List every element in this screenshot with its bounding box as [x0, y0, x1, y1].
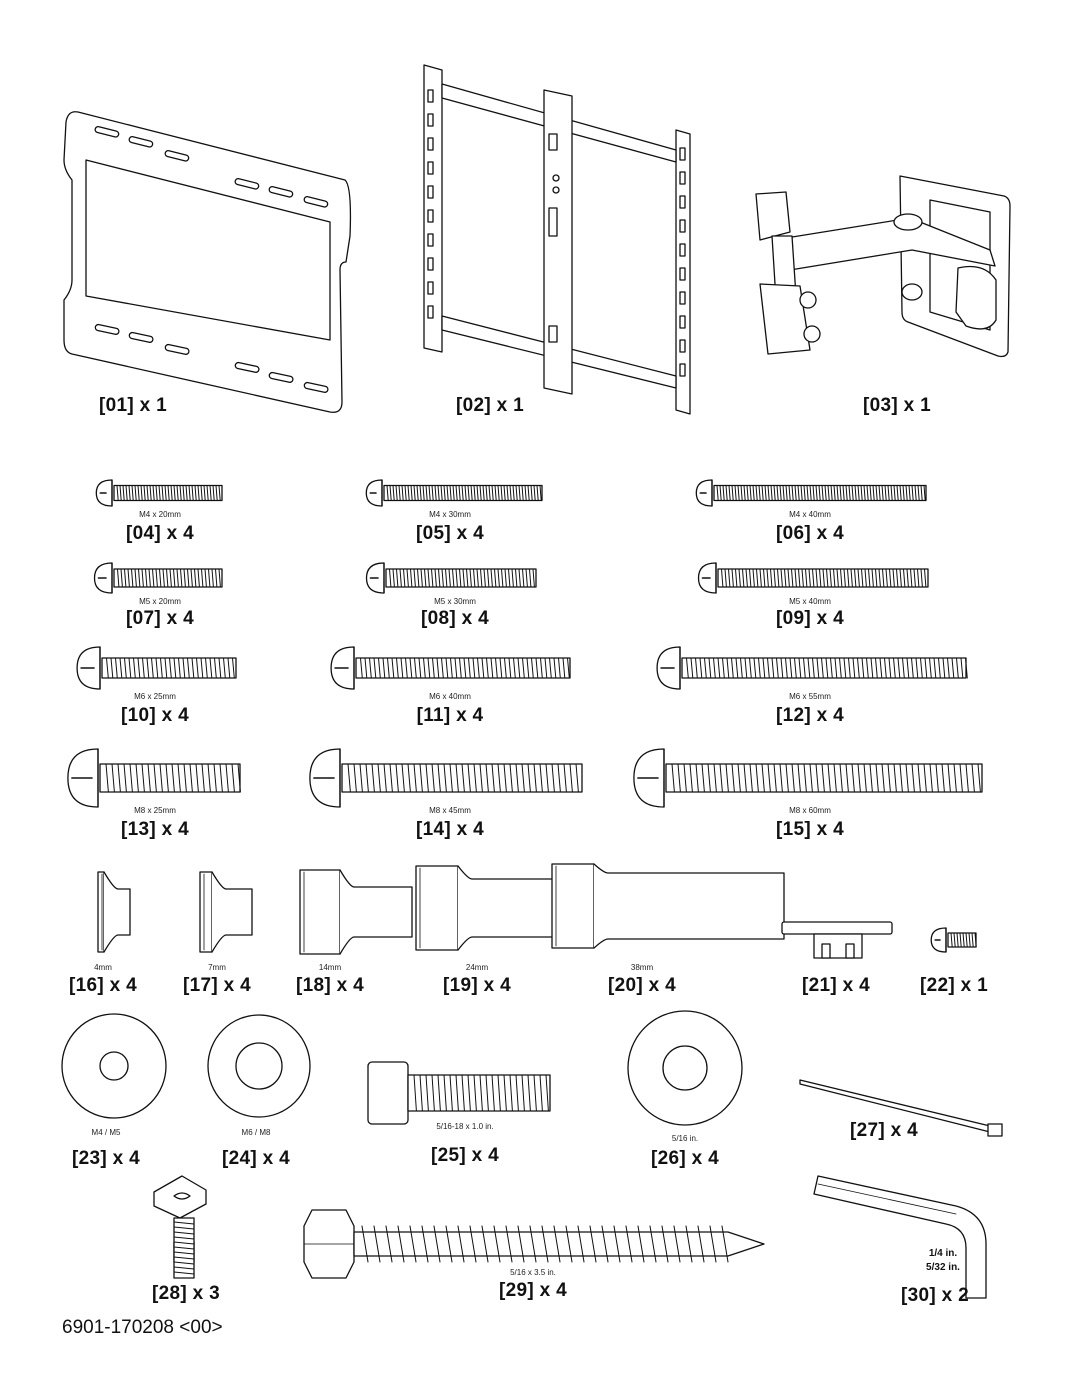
part-02-drawing	[423, 64, 691, 415]
part-label-04: [04] x 4	[126, 523, 194, 544]
part-label-09: [09] x 4	[776, 608, 844, 629]
part-label-23: [23] x 4	[72, 1148, 140, 1169]
part-spec-07: M5 x 20mm	[139, 597, 181, 606]
part-16-drawing	[97, 871, 131, 953]
part-spec-09: M5 x 40mm	[789, 597, 831, 606]
part-spec-29: 5/16 x 3.5 in.	[510, 1268, 556, 1277]
part-label-19: [19] x 4	[443, 975, 511, 996]
part-label-10: [10] x 4	[121, 705, 189, 726]
part-14-drawing	[309, 748, 583, 808]
part-27-drawing	[799, 1079, 1003, 1137]
part-label-21: [21] x 4	[802, 975, 870, 996]
part-label-17: [17] x 4	[183, 975, 251, 996]
part-label-29: [29] x 4	[499, 1280, 567, 1301]
part-spec-15: M8 x 60mm	[789, 806, 831, 815]
part-spec-04: M4 x 20mm	[139, 510, 181, 519]
part-10-drawing	[76, 646, 237, 690]
part-label-16: [16] x 4	[69, 975, 137, 996]
part-spec-26: 5/16 in.	[671, 1134, 699, 1143]
part-spec-12: M6 x 55mm	[789, 692, 831, 701]
part-label-15: [15] x 4	[776, 819, 844, 840]
part-spec-08: M5 x 30mm	[434, 597, 476, 606]
part-06-drawing	[695, 479, 927, 507]
part-spec-30-line2: 5/32 in.	[926, 1262, 960, 1273]
part-label-06: [06] x 4	[776, 523, 844, 544]
part-label-26: [26] x 4	[651, 1148, 719, 1169]
part-19-drawing	[415, 865, 579, 951]
part-17-drawing	[199, 871, 253, 953]
part-03-drawing	[755, 175, 1011, 358]
part-spec-18: 14mm	[318, 963, 342, 972]
part-label-25: [25] x 4	[431, 1145, 499, 1166]
part-spec-20: 38mm	[630, 963, 654, 972]
part-label-18: [18] x 4	[296, 975, 364, 996]
part-05-drawing	[365, 479, 543, 507]
part-spec-16: 4mm	[94, 963, 112, 972]
part-label-02: [02] x 1	[456, 395, 524, 416]
part-label-03: [03] x 1	[863, 395, 931, 416]
part-label-05: [05] x 4	[416, 523, 484, 544]
part-spec-19: 24mm	[465, 963, 489, 972]
part-spec-11: M6 x 40mm	[429, 692, 471, 701]
part-spec-06: M4 x 40mm	[789, 510, 831, 519]
part-spec-10: M6 x 25mm	[134, 692, 176, 701]
part-spec-14: M8 x 45mm	[429, 806, 471, 815]
part-24-drawing	[207, 1014, 311, 1118]
part-label-13: [13] x 4	[121, 819, 189, 840]
part-label-30: [30] x 2	[901, 1285, 969, 1306]
part-09-drawing	[697, 562, 929, 594]
part-12-drawing	[656, 646, 968, 690]
part-label-20: [20] x 4	[608, 975, 676, 996]
part-spec-23: M4 / M5	[91, 1128, 121, 1137]
part-label-22: [22] x 1	[920, 975, 988, 996]
part-28-drawing	[153, 1175, 207, 1279]
part-13-drawing	[67, 748, 241, 808]
part-spec-30-line1: 1/4 in.	[928, 1248, 958, 1259]
document-part-number: 6901-170208 <00>	[62, 1317, 223, 1338]
part-04-drawing	[95, 479, 223, 507]
part-11-drawing	[330, 646, 571, 690]
part-label-08: [08] x 4	[421, 608, 489, 629]
part-07-drawing	[93, 562, 223, 594]
part-spec-24: M6 / M8	[241, 1128, 271, 1137]
part-25-drawing	[367, 1061, 551, 1125]
part-01-drawing	[63, 111, 352, 413]
part-18-drawing	[299, 869, 413, 955]
part-23-drawing	[61, 1013, 167, 1119]
part-spec-17: 7mm	[208, 963, 226, 972]
part-label-14: [14] x 4	[416, 819, 484, 840]
part-label-27: [27] x 4	[850, 1120, 918, 1141]
part-30-drawing	[813, 1175, 987, 1299]
part-spec-25: 5/16-18 x 1.0 in.	[436, 1122, 494, 1131]
part-label-12: [12] x 4	[776, 705, 844, 726]
part-label-01: [01] x 1	[99, 395, 167, 416]
part-spec-30: 1/4 in. 5/32 in.	[926, 1247, 960, 1275]
part-08-drawing	[365, 562, 537, 594]
part-spec-13: M8 x 25mm	[134, 806, 176, 815]
part-label-24: [24] x 4	[222, 1148, 290, 1169]
part-22-drawing	[930, 927, 977, 953]
part-26-drawing	[627, 1010, 743, 1126]
part-label-07: [07] x 4	[126, 608, 194, 629]
part-21-drawing	[781, 921, 893, 959]
part-spec-05: M4 x 30mm	[429, 510, 471, 519]
part-label-11: [11] x 4	[416, 705, 484, 726]
part-label-28: [28] x 3	[152, 1283, 220, 1304]
part-29-drawing	[303, 1209, 765, 1279]
part-20-drawing	[551, 863, 785, 949]
part-15-drawing	[633, 748, 983, 808]
